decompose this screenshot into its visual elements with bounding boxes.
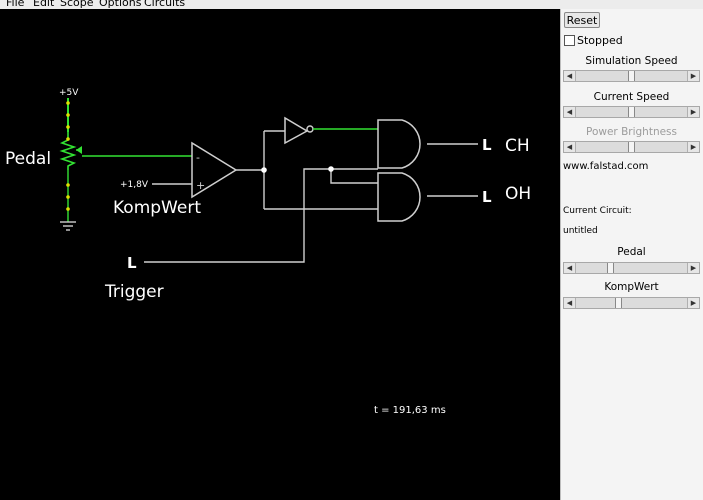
menu-scope[interactable]: Scope: [60, 0, 94, 9]
time-display: t = 191,63 ms: [374, 405, 446, 416]
slider-thumb[interactable]: [628, 71, 635, 81]
trigger-state[interactable]: L: [127, 254, 137, 272]
simulation-speed-label: Simulation Speed: [585, 55, 678, 67]
arrow-right-icon[interactable]: ▶: [687, 71, 699, 81]
control-panel: Reset Stopped Simulation Speed ◀ ▶ Curre…: [560, 9, 703, 500]
slider-thumb[interactable]: [607, 263, 614, 273]
inverter[interactable]: [284, 116, 314, 145]
menu-edit[interactable]: Edit: [33, 0, 55, 9]
arrow-right-icon[interactable]: ▶: [687, 107, 699, 117]
pedal-slider[interactable]: ◀ ▶: [563, 262, 700, 274]
circuit-canvas[interactable]: - +: [0, 9, 560, 500]
trigger-label: Trigger: [104, 282, 164, 302]
slider-thumb: [628, 142, 635, 152]
current-circuit-name: untitled: [563, 226, 598, 236]
pot-resistor: [59, 132, 77, 170]
threshold-voltage-label: +1,8V: [120, 180, 149, 190]
wiper-arrow: [76, 146, 82, 154]
arrow-left-icon[interactable]: ◀: [564, 263, 576, 273]
stopped-checkbox[interactable]: [564, 35, 575, 46]
slider-thumb[interactable]: [615, 298, 622, 308]
menu-options[interactable]: Options: [99, 0, 142, 9]
current-circuit-heading: Current Circuit:: [563, 206, 632, 216]
comparator-plus: +: [196, 179, 205, 192]
arrow-left-icon[interactable]: ◀: [564, 107, 576, 117]
junction-node: [261, 167, 267, 173]
reset-button[interactable]: Reset: [564, 12, 600, 28]
power-brightness-label: Power Brightness: [585, 126, 677, 138]
comparator[interactable]: - +: [191, 141, 238, 199]
arrow-left-icon: ◀: [564, 142, 576, 152]
trigger-wires: [144, 168, 378, 263]
output-oh-label: OH: [505, 184, 531, 204]
trigger-junction-node: [328, 166, 334, 172]
arrow-left-icon[interactable]: ◀: [564, 298, 576, 308]
output-ch-label: CH: [505, 136, 530, 156]
output-ch-state: L: [482, 136, 492, 154]
arrow-left-icon[interactable]: ◀: [564, 71, 576, 81]
kompwert-slider-label: KompWert: [604, 281, 659, 293]
arrow-right-icon[interactable]: ▶: [687, 298, 699, 308]
circuit-schematic: - +: [5, 88, 531, 416]
slider-thumb[interactable]: [628, 107, 635, 117]
pedal-label: Pedal: [5, 149, 51, 169]
site-link[interactable]: www.falstad.com: [563, 161, 649, 172]
current-speed-slider[interactable]: ◀ ▶: [563, 106, 700, 118]
kompwert-slider[interactable]: ◀ ▶: [563, 297, 700, 309]
stopped-label: Stopped: [577, 34, 623, 47]
menu-file[interactable]: File: [6, 0, 25, 9]
potentiometer[interactable]: [59, 98, 82, 222]
comparator-output-wires: [236, 130, 378, 210]
supply-label: +5V: [59, 88, 79, 98]
arrow-right-icon: ▶: [687, 142, 699, 152]
comparator-minus: -: [196, 151, 200, 164]
and-gate-ch[interactable]: [377, 119, 421, 169]
ground-icon: [60, 221, 76, 231]
pedal-slider-label: Pedal: [617, 246, 646, 258]
current-speed-label: Current Speed: [593, 91, 670, 103]
menu-bar: File Edit Scope Options Circuits: [0, 0, 703, 9]
and-gate-oh[interactable]: [377, 172, 421, 222]
menu-circuits[interactable]: Circuits: [144, 0, 186, 9]
current-dots: [66, 101, 70, 211]
output-oh-state: L: [482, 188, 492, 206]
simulation-speed-slider[interactable]: ◀ ▶: [563, 70, 700, 82]
arrow-right-icon[interactable]: ▶: [687, 263, 699, 273]
power-brightness-slider: ◀ ▶: [563, 141, 700, 153]
comparator-label: KompWert: [113, 198, 201, 218]
